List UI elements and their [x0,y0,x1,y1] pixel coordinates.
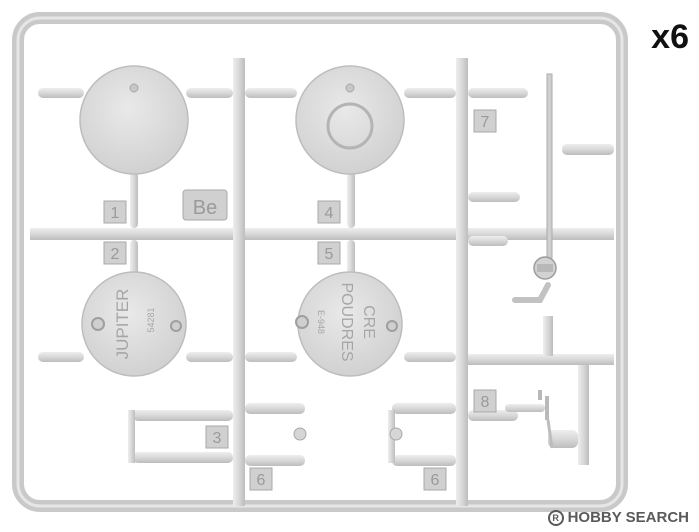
registered-icon: R [547,509,564,526]
tag-5-number: 5 [325,246,334,263]
tag-8 [473,389,497,413]
part-2-disc [81,271,187,377]
tag-6b-number: 6 [431,472,440,489]
watermark-text: HOBBY SEARCH [567,509,689,526]
tag-5 [317,241,341,265]
part-6-tubes [388,403,518,466]
quantity-label: x6 [651,18,689,56]
part-5-disc [295,271,403,377]
runner-horizontal [30,228,614,240]
part-7-valve-assembly [512,73,614,356]
embossed-logo: Be [193,197,217,219]
part-2-serial: 54281 [146,307,156,332]
tag-6a-number: 6 [257,472,266,489]
part-3-tubes [128,403,307,466]
tag-7-number: 7 [481,114,490,131]
part-5-serial: E-948 [316,310,326,334]
part-2-label: JUPITER [113,289,132,360]
tag-4-number: 4 [325,205,334,222]
part-1-disc [79,65,189,175]
tag-4 [317,200,341,224]
tag-6b [423,467,447,491]
tag-8-number: 8 [481,394,490,411]
tag-6a [249,467,273,491]
tag-3 [205,425,229,449]
tag-7 [473,109,497,133]
part-5-label-line2: CRE [360,305,377,339]
tag-1 [103,200,127,224]
part-4-disc [295,65,405,175]
tag-1-number: 1 [111,205,120,222]
part-8-valve [505,390,578,449]
part-5-label-line1: POUDRES [338,282,355,361]
runner-vertical-right [456,58,468,506]
tag-3-number: 3 [213,430,222,447]
tag-2-number: 2 [111,246,120,263]
tag-2 [103,241,127,265]
watermark: R HOBBY SEARCH [547,509,689,526]
runner-vertical-left [233,58,245,506]
logo-plate [182,189,228,221]
